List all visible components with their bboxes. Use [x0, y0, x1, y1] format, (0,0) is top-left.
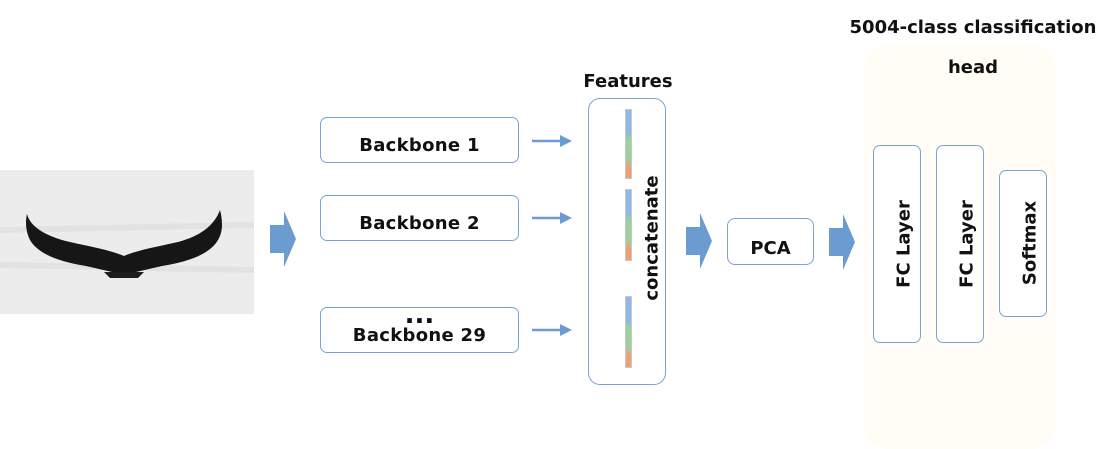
feature-vector-2-icon [625, 189, 632, 261]
backbone-1-label: Backbone 1 [359, 135, 480, 156]
softmax-box [999, 170, 1047, 317]
flow-arrow-features-to-pca [686, 213, 712, 269]
features-title: Features [583, 71, 673, 92]
backbone-1-box: Backbone 1 [320, 117, 519, 163]
fc-layer-2-label: FC Layer [956, 200, 978, 288]
head-title-line-1: 5004-class classification [849, 17, 1097, 38]
flow-arrow-image-to-backbones [270, 211, 296, 267]
feature-vector-3-icon [625, 296, 632, 368]
fc-layer-1-box [873, 145, 921, 343]
arrow-backbone-29-to-features [532, 323, 572, 337]
backbone-29-box: ... Backbone 29 [320, 302, 519, 353]
features-box [588, 98, 666, 385]
head-title-line-2: head [947, 57, 999, 78]
backbone-29-label: Backbone 29 [352, 325, 487, 346]
concatenate-label: concatenate [641, 175, 663, 301]
backbone-ellipsis: ... [404, 300, 435, 330]
fc-layer-2-box [936, 145, 984, 343]
pca-box: PCA [727, 218, 814, 265]
softmax-label: Softmax [1019, 200, 1041, 286]
fc-layer-1-label: FC Layer [893, 200, 915, 288]
arrow-backbone-2-to-features [532, 211, 572, 225]
pca-label: PCA [750, 238, 791, 259]
backbone-2-box: Backbone 2 [320, 195, 519, 241]
whale-tail-icon [0, 170, 254, 314]
backbone-2-label: Backbone 2 [359, 213, 480, 234]
feature-vector-1-icon [625, 109, 632, 179]
flow-arrow-pca-to-head [829, 214, 855, 270]
whale-tail-image [0, 170, 254, 314]
arrow-backbone-1-to-features [532, 134, 572, 148]
